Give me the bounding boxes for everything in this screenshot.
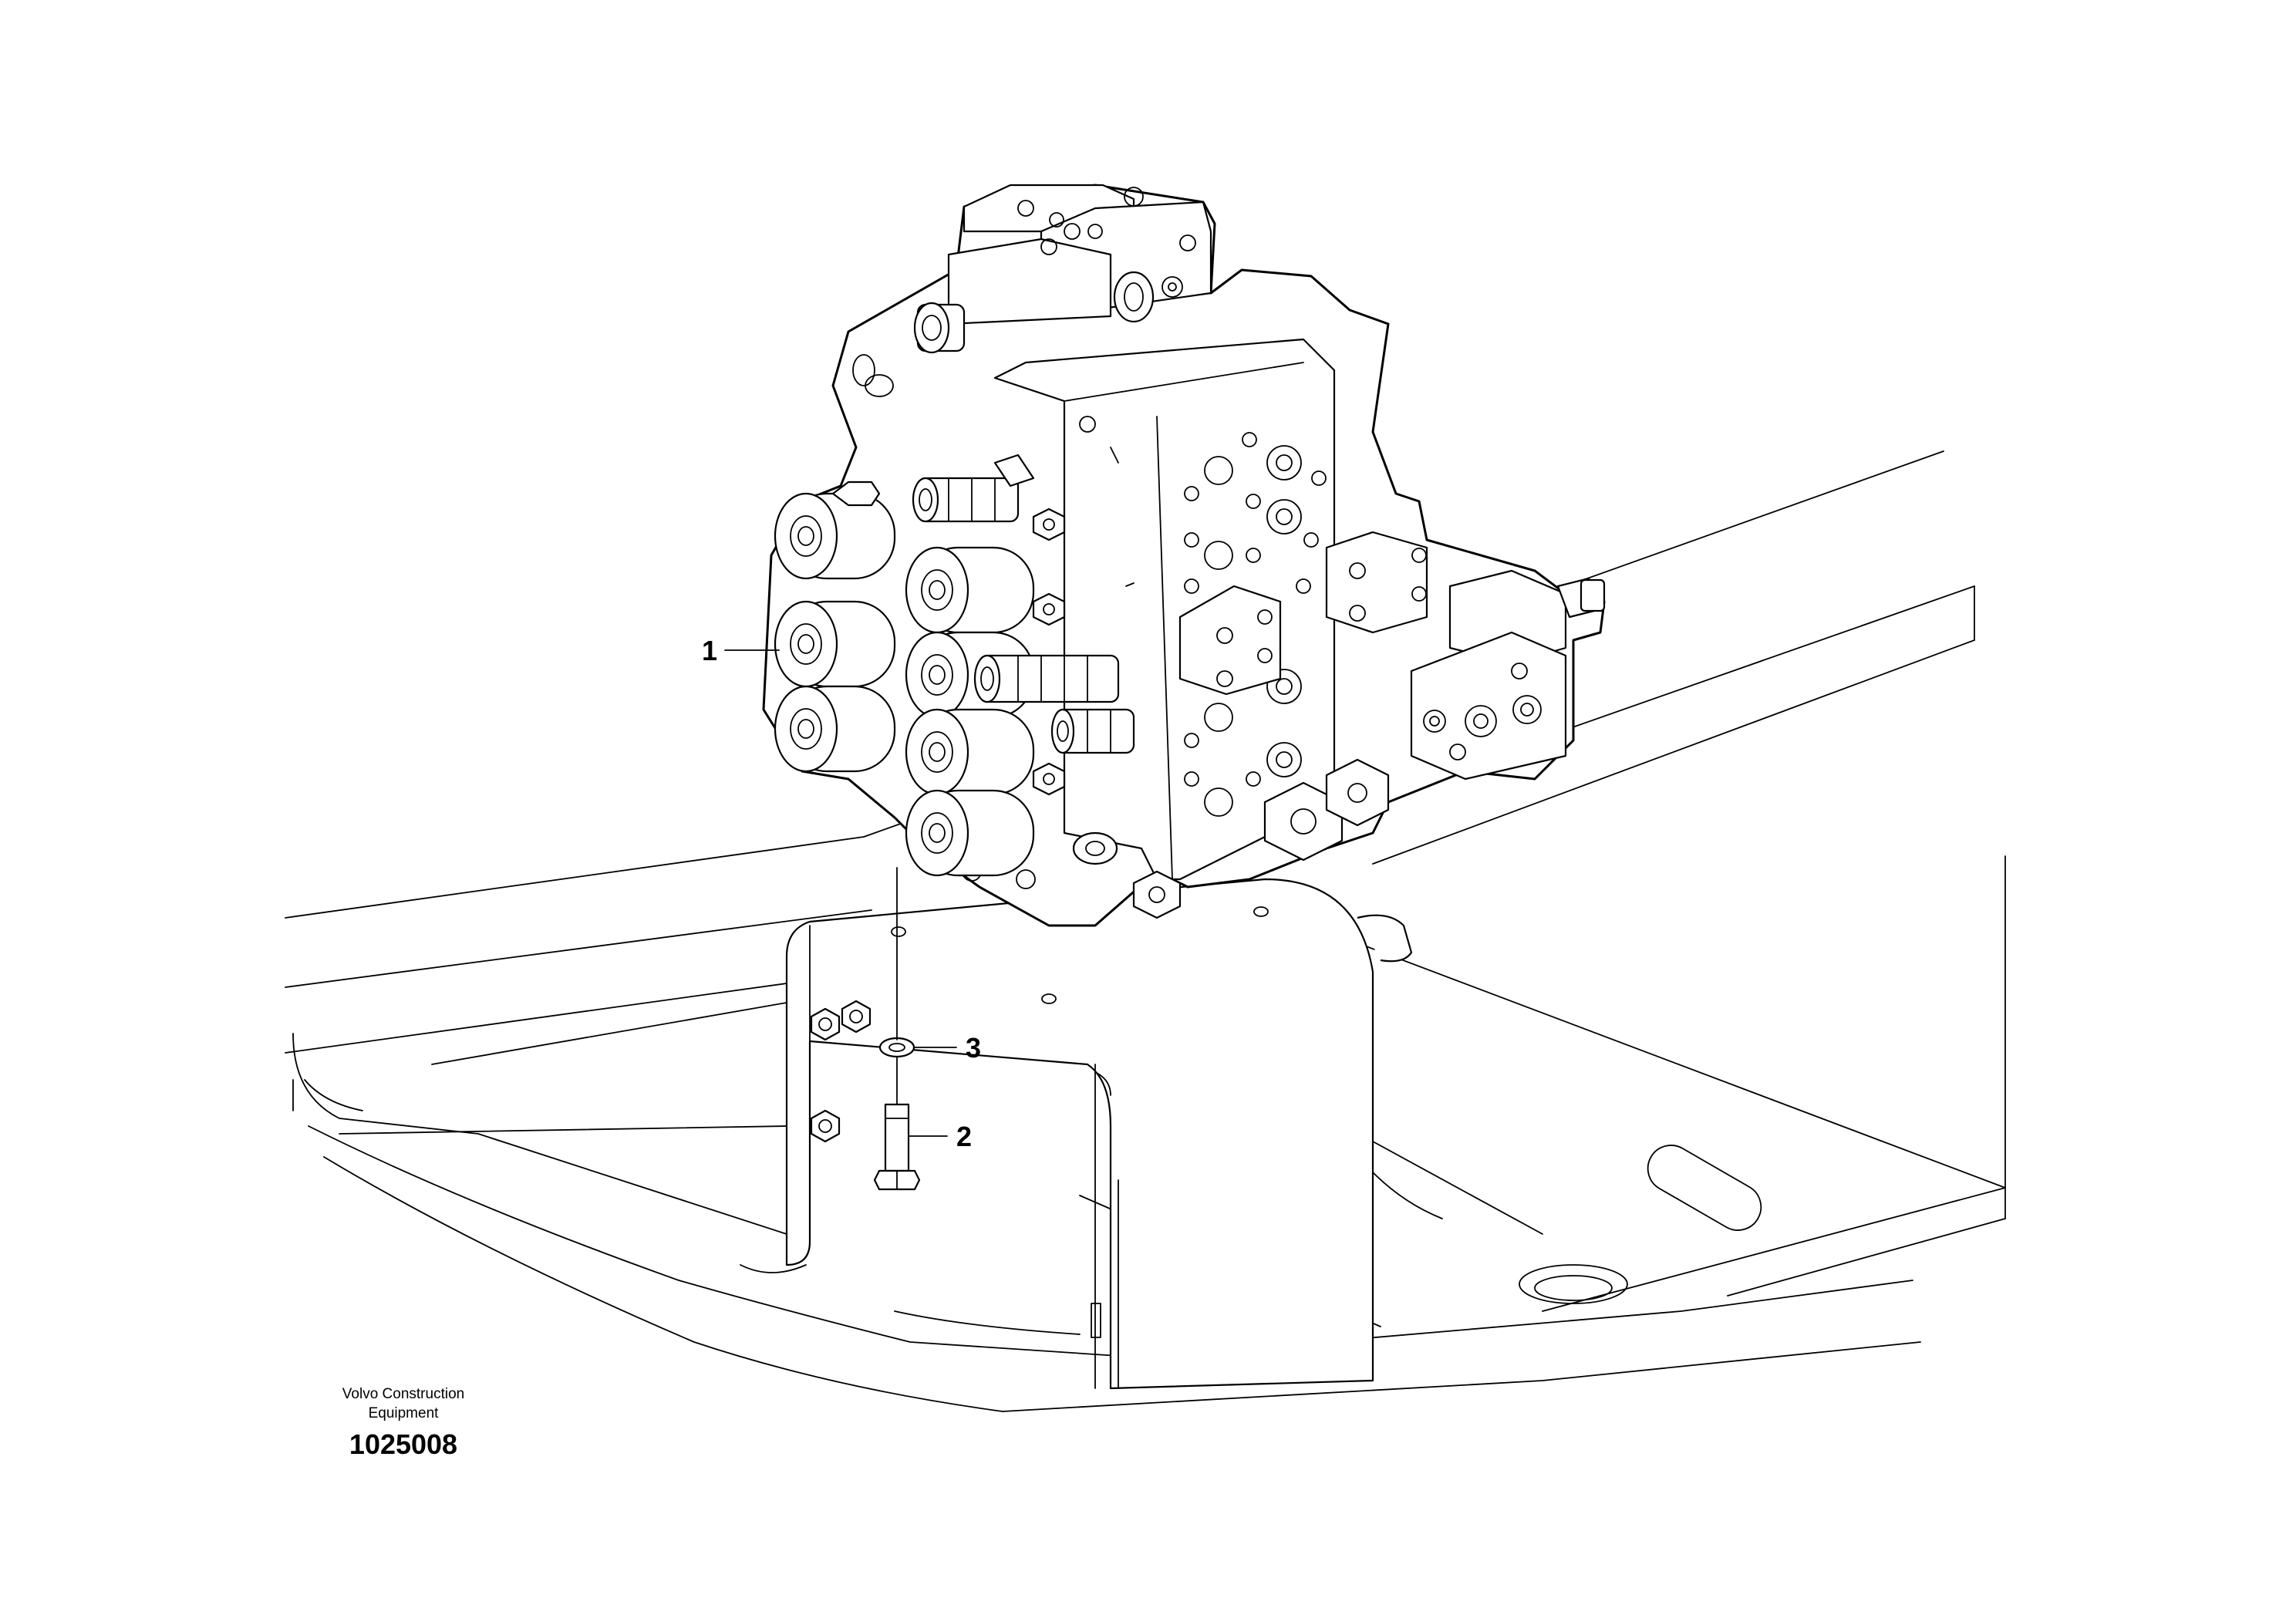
control-valve-assembly (762, 184, 1606, 927)
figure-footer: Volvo Construction Equipment 1025008 (342, 1386, 464, 1460)
manufacturer-line-2: Equipment (369, 1405, 440, 1421)
callout-3: 3 (913, 1032, 981, 1064)
mounting-bracket (740, 878, 1413, 1390)
callout-3-label: 3 (966, 1032, 981, 1064)
relief-cartridges (912, 454, 1135, 754)
spool-caps-left (774, 492, 896, 773)
spool-caps-middle (905, 546, 1035, 877)
callout-2: 2 (908, 1121, 972, 1152)
callout-1: 1 (702, 635, 780, 666)
manufacturer-line-1: Volvo Construction (342, 1386, 464, 1402)
callout-2-label: 2 (956, 1121, 972, 1152)
figure-number: 1025008 (349, 1428, 457, 1460)
bolt-part (873, 867, 921, 1191)
washer-part (878, 1037, 915, 1058)
callout-1-label: 1 (702, 635, 717, 666)
